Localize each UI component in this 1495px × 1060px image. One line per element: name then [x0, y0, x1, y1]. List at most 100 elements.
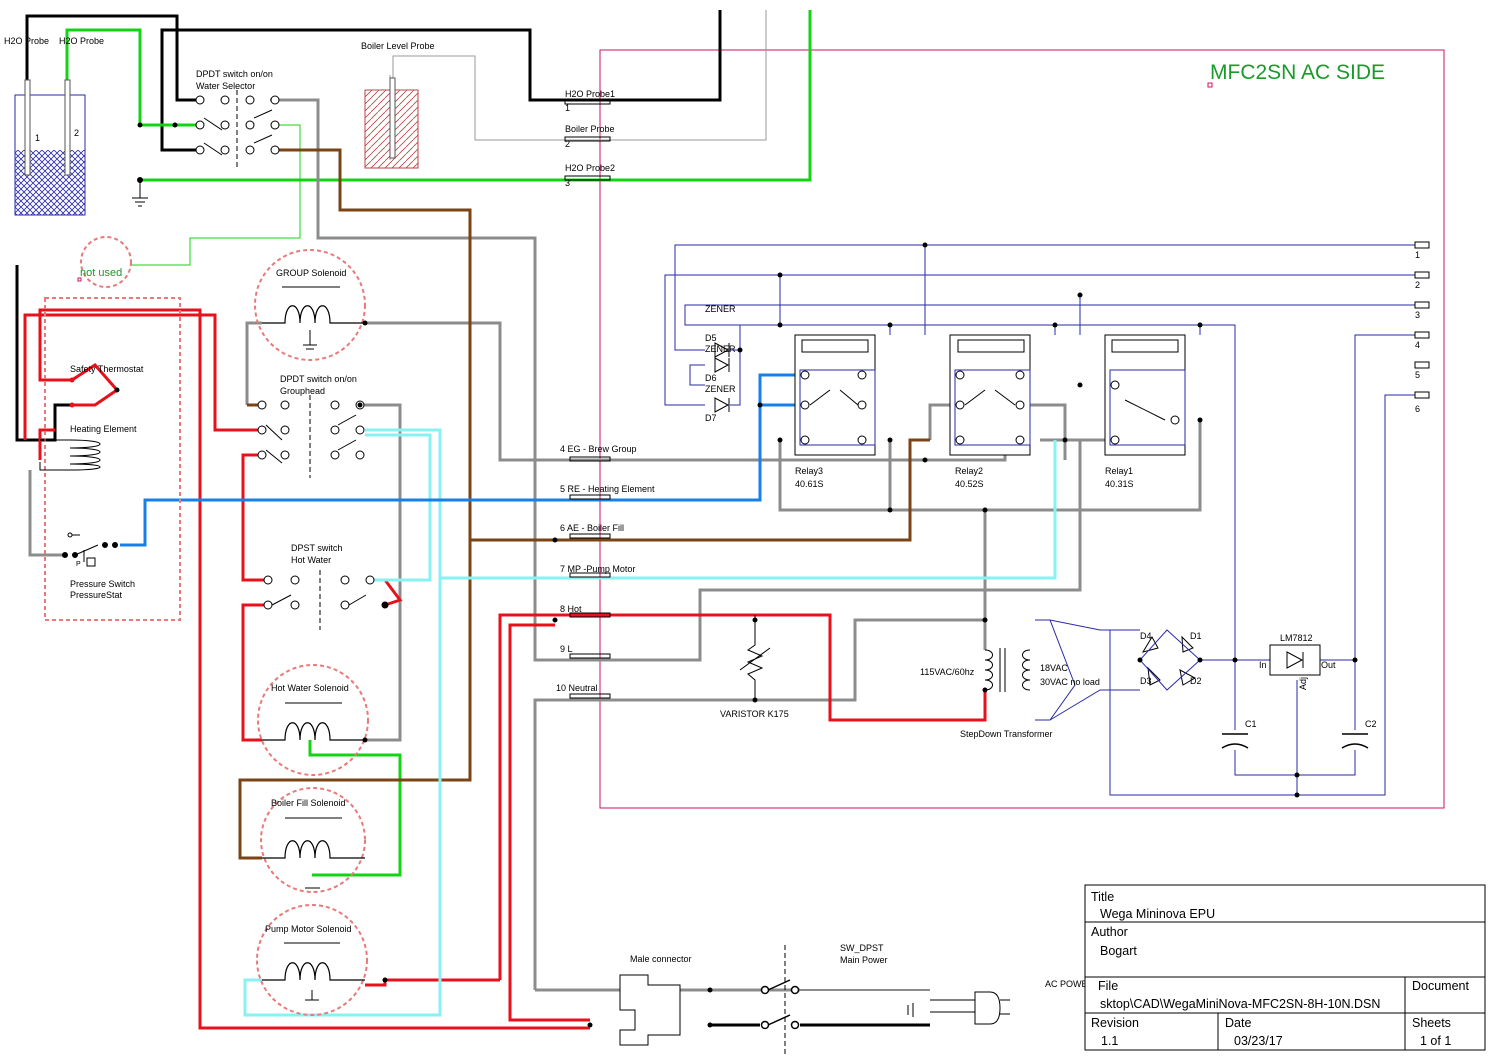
revision-label: Revision: [1091, 1016, 1139, 1030]
c2-label: C2: [1365, 719, 1377, 729]
author-label: Author: [1091, 925, 1128, 939]
document-label: Document: [1412, 979, 1469, 993]
terminal-num-2: 2: [565, 139, 570, 149]
pin-4: 4: [1415, 340, 1420, 350]
not-used-marker: [77, 236, 132, 288]
heating-element-coil: [39, 439, 101, 471]
terminal-label-3: H2O Probe2: [565, 163, 615, 173]
terminal-label-7: 7 MP -Pump Motor: [560, 564, 635, 574]
pin-6: 6: [1415, 404, 1420, 414]
pressure-switch-label-1: Pressure Switch: [70, 579, 135, 589]
brown-wires: [238, 148, 930, 860]
ac-plug-icon: [907, 991, 1010, 1025]
terminal-label-9: 9 L: [560, 644, 573, 654]
title-value: Wega Mininova EPU: [1100, 907, 1215, 921]
safety-thermostat-label: Safety Thermostat: [70, 364, 144, 374]
title-block: [1084, 884, 1486, 1051]
zener-d6: D6: [705, 373, 717, 383]
ground-icon: [132, 177, 148, 207]
capacitor-c2: [1341, 733, 1369, 749]
lm7812-regulator: [1269, 644, 1321, 676]
regulator-out: Out: [1321, 660, 1336, 670]
relay-3: [794, 334, 876, 456]
varistor-label: VARISTOR K175: [720, 709, 789, 719]
hot-wires: [23, 308, 987, 1030]
probe1-label: H2O Probe: [4, 36, 49, 46]
c1-label: C1: [1245, 719, 1257, 729]
relay-2-model: 40.52S: [955, 479, 984, 489]
transformer: [984, 648, 1031, 692]
pin-1: 1: [1415, 250, 1420, 260]
pressure-switch[interactable]: [62, 532, 118, 567]
main-power-switch[interactable]: [710, 945, 930, 1055]
probe1-number: 1: [35, 133, 40, 143]
boiler-fill-solenoid: [260, 787, 366, 893]
grouphead-switch[interactable]: [257, 395, 365, 478]
probe-wires: [15, 10, 722, 442]
zener-diodes: [714, 342, 730, 413]
water-selector-label-1: DPDT switch on/on: [196, 69, 273, 79]
bridge-d4: D4: [1140, 631, 1152, 641]
relay-1-model: 40.31S: [1105, 479, 1134, 489]
transformer-primary-label: 115VAC/60hz: [920, 667, 975, 677]
revision-value: 1.1: [1101, 1034, 1118, 1048]
thermostat-symbol: [69, 377, 120, 408]
relay-3-model: 40.61S: [795, 479, 824, 489]
zener-label-2: ZENER: [705, 344, 736, 354]
transformer-secondary: [1035, 619, 1140, 721]
sheets-value: 1 of 1: [1420, 1034, 1451, 1048]
zener-d5: D5: [705, 333, 717, 343]
cyan-wires: [243, 428, 1057, 1017]
group-solenoid: [254, 249, 366, 361]
bridge-rectifier: [1139, 629, 1201, 691]
pump-motor-solenoid-label: Pump Motor Solenoid: [265, 924, 352, 934]
water-tank: [14, 79, 86, 216]
junctions: [137, 122, 1358, 1028]
terminal-num-1: 1: [565, 103, 570, 113]
water-selector-label-2: Water Selector: [196, 81, 255, 91]
terminal-label-10: 10 Neutral: [556, 683, 598, 693]
blue-wire: [120, 373, 800, 547]
terminal-block: [564, 99, 611, 699]
sheet-title: MFC2SN AC SIDE: [1210, 61, 1385, 84]
bridge-d1: D1: [1190, 631, 1202, 641]
zener-label-3: ZENER: [705, 384, 736, 394]
capacitor-c1: [1221, 733, 1249, 749]
board-frame: [599, 49, 1445, 809]
bridge-d3: D3: [1140, 676, 1152, 686]
file-value: sktop\CAD\WegaMiniNova-MFC2SN-8H-10N.DSN: [1100, 997, 1380, 1011]
hotwater-solenoid-label: Hot Water Solenoid: [271, 683, 349, 693]
terminal-label-5: 5 RE - Heating Element: [560, 484, 655, 494]
logic-wires: [664, 244, 1415, 796]
water-selector-switch[interactable]: [195, 90, 280, 170]
male-connector: [619, 974, 681, 1046]
relay-2-name: Relay2: [955, 466, 983, 476]
zener-d7: D7: [705, 413, 717, 423]
not-used-label: not used: [80, 267, 122, 279]
hotwater-solenoid: [257, 664, 369, 776]
heating-element-label: Heating Element: [70, 424, 137, 434]
terminal-label-2: Boiler Probe: [565, 124, 615, 134]
transformer-label: StepDown Transformer: [960, 729, 1053, 739]
grouphead-label-1: DPDT switch on/on: [280, 374, 357, 384]
relay-2: [949, 334, 1031, 456]
group-solenoid-label: GROUP Solenoid: [276, 268, 346, 278]
date-value: 03/23/17: [1234, 1034, 1283, 1048]
green-wires: [65, 10, 812, 877]
boiler-probe-wire: [392, 10, 767, 141]
terminal-label-8: 8 Hot: [560, 604, 582, 614]
pin-5: 5: [1415, 370, 1420, 380]
hotwater-switch[interactable]: [263, 570, 389, 630]
pin-2: 2: [1415, 280, 1420, 290]
main-switch-label-2: Main Power: [840, 955, 888, 965]
zener-label-1: ZENER: [705, 304, 736, 314]
probe2-number: 2: [74, 128, 79, 138]
terminal-label-1: H2O Probe1: [565, 89, 615, 99]
pressure-switch-label-2: PressureStat: [70, 590, 123, 600]
thermo-block: [44, 297, 181, 621]
regulator-adj: Adj: [1298, 677, 1308, 690]
hotwater-switch-label-2: Hot Water: [291, 555, 331, 565]
boiler-fill-solenoid-label: Boiler Fill Solenoid: [271, 798, 346, 808]
neutral-wires: [28, 98, 1202, 992]
